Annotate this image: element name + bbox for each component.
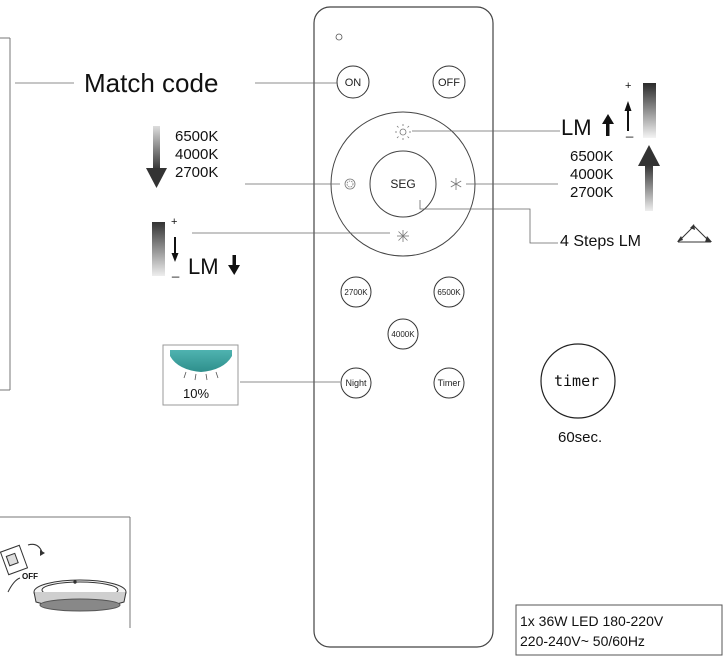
timer-button-label: Timer bbox=[438, 378, 461, 388]
off-button-label: OFF bbox=[438, 77, 460, 89]
right-temp-list: 6500K 4000K 2700K bbox=[570, 148, 613, 202]
temp-down-arrow bbox=[146, 126, 167, 188]
specs-line-1: 1x 36W LED 180-220V bbox=[520, 613, 664, 629]
brightness-bar-right bbox=[643, 83, 656, 138]
timer-circle-label: timer bbox=[554, 372, 600, 390]
right-temp-6500: 6500K bbox=[570, 148, 614, 165]
leader-lines bbox=[15, 82, 560, 383]
lm-up-label: LM bbox=[561, 115, 592, 140]
right-temp-4000: 4000K bbox=[570, 166, 614, 183]
timer-duration-label: 60sec. bbox=[558, 429, 603, 446]
night-lamp-box bbox=[162, 344, 239, 406]
remote-led-indicator bbox=[335, 33, 343, 41]
warm-light-icon[interactable] bbox=[344, 178, 356, 190]
minus-right: _ bbox=[626, 123, 634, 138]
left-panel-frame bbox=[0, 37, 11, 391]
temp-up-arrow bbox=[638, 145, 660, 211]
plus-right: + bbox=[625, 80, 632, 92]
button-2700k[interactable]: 2700K bbox=[340, 276, 372, 308]
lm-down-label: LM bbox=[188, 254, 219, 279]
specs-text: 1x 36W LED 180-220V 220-240V~ 50/60Hz bbox=[520, 611, 663, 651]
button-6500k[interactable]: 6500K bbox=[433, 276, 465, 308]
seg-button-label: SEG bbox=[390, 177, 415, 191]
brightness-bar-left bbox=[152, 222, 165, 276]
timer-circle bbox=[540, 343, 616, 419]
on-button[interactable]: ON bbox=[336, 65, 370, 99]
on-button-label: ON bbox=[345, 77, 362, 89]
brightness-down-icon[interactable] bbox=[397, 230, 409, 242]
button-2700k-label: 2700K bbox=[344, 288, 368, 297]
off-button[interactable]: OFF bbox=[432, 65, 466, 99]
wall-switch-icon bbox=[0, 543, 45, 593]
timer-button[interactable]: Timer bbox=[433, 367, 465, 399]
brightness-up-icon[interactable] bbox=[395, 124, 411, 140]
left-temp-2700: 2700K bbox=[175, 164, 219, 181]
night-button-label: Night bbox=[345, 378, 367, 388]
button-4000k[interactable]: 4000K bbox=[387, 318, 419, 350]
right-temp-2700: 2700K bbox=[570, 184, 614, 201]
left-temp-6500: 6500K bbox=[175, 128, 219, 145]
specs-line-2: 220-240V~ 50/60Hz bbox=[520, 633, 645, 649]
small-down-arrow-icon bbox=[171, 237, 179, 262]
night-percent-label: 10% bbox=[183, 386, 210, 401]
small-up-arrow-icon bbox=[624, 101, 632, 131]
install-box bbox=[0, 516, 131, 628]
lm-down-arrow-icon bbox=[228, 255, 240, 275]
minus-left: _ bbox=[172, 263, 180, 278]
lm-up-arrow-icon bbox=[602, 114, 614, 136]
specs-box bbox=[515, 604, 723, 656]
left-temp-4000: 4000K bbox=[175, 146, 219, 163]
cool-light-icon[interactable] bbox=[450, 178, 462, 190]
cycle-icon bbox=[677, 224, 712, 243]
left-temp-list: 6500K 4000K 2700K bbox=[175, 128, 218, 182]
off-switch-label: OFF bbox=[22, 572, 38, 581]
plus-left: + bbox=[171, 216, 178, 228]
button-6500k-label: 6500K bbox=[437, 288, 461, 297]
seg-button[interactable] bbox=[369, 150, 437, 218]
night-button[interactable]: Night bbox=[340, 367, 372, 399]
four-steps-label: 4 Steps LM bbox=[560, 233, 641, 250]
ceiling-lamp-icon bbox=[33, 579, 127, 612]
button-4000k-label: 4000K bbox=[391, 330, 415, 339]
match-code-label: Match code bbox=[84, 68, 219, 98]
